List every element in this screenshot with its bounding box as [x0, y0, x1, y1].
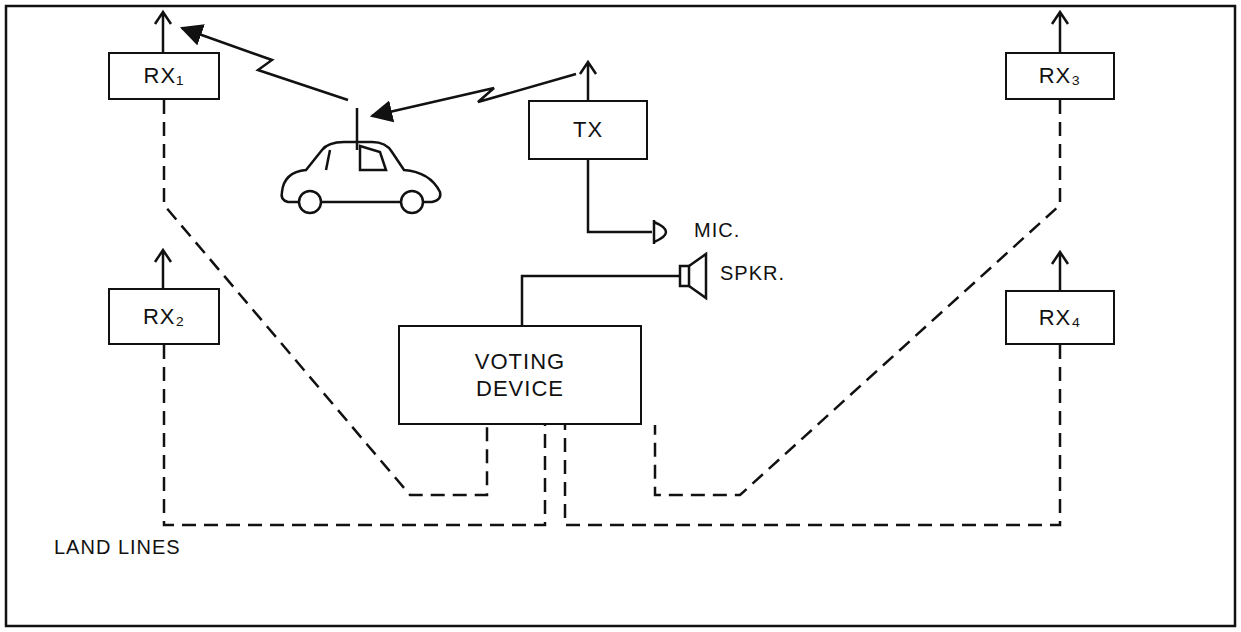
land-line: [655, 100, 1060, 495]
symbol-label: SPKR.: [718, 262, 787, 285]
box-label: VOTING DEVICE: [435, 348, 605, 403]
equipment-box: RX₄: [1005, 290, 1115, 345]
box-label: RX₁: [144, 62, 185, 90]
box-label: RX₂: [143, 303, 185, 331]
mic-symbol: [588, 160, 666, 244]
voting-device-box: VOTING DEVICE: [398, 325, 642, 425]
speaker-symbol: [522, 254, 706, 325]
symbol-label: MIC.: [692, 219, 742, 242]
equipment-box: RX₁: [108, 52, 220, 100]
box-label: RX₃: [1039, 62, 1082, 90]
box-label: TX: [573, 116, 603, 144]
radio-links: [182, 28, 576, 116]
frame: [6, 6, 1235, 626]
car: [282, 108, 441, 213]
note-label: LAND LINES: [52, 536, 183, 559]
antennas: [155, 12, 1068, 290]
box-label: RX₄: [1039, 304, 1082, 332]
equipment-box: TX: [528, 100, 648, 160]
equipment-box: RX₂: [108, 288, 220, 345]
equipment-box: RX₃: [1005, 52, 1115, 100]
